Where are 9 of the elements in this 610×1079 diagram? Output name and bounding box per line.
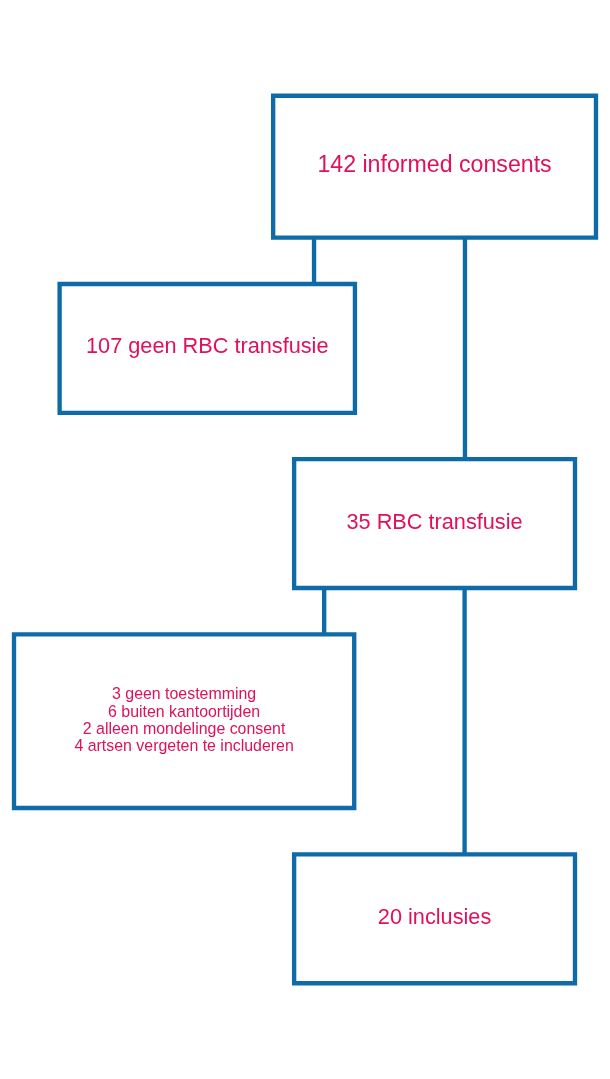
node-box: 142 informed consents (270, 93, 599, 240)
connector (311, 238, 317, 284)
node-box: 107 geen RBC transfusie (57, 281, 358, 415)
node-box: 20 inclusies (291, 852, 578, 986)
connector (462, 238, 468, 459)
connector (322, 588, 327, 635)
node-box: 35 RBC transfusie (291, 456, 578, 591)
connector (462, 588, 467, 854)
node-box: 3 geen toestemming 6 buiten kantoortijden 2 alleen mondelinge consent 4 artsen vergeten te includeren (11, 632, 357, 811)
